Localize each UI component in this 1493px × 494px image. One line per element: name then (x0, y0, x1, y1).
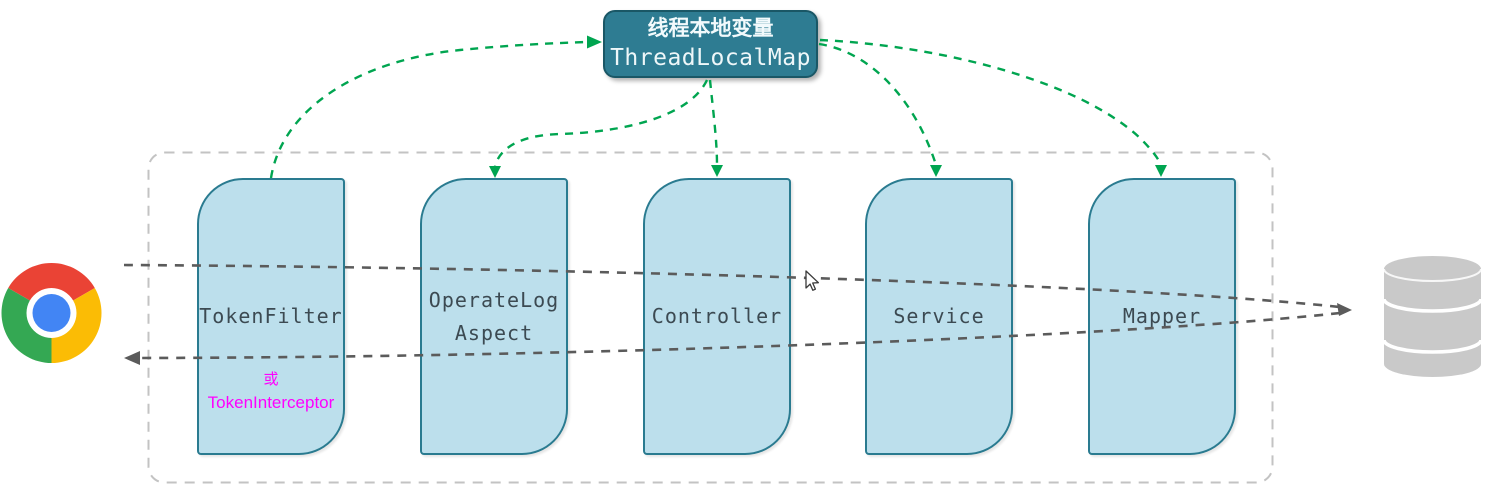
node-operatelog-aspect: OperateLog Aspect (420, 178, 568, 455)
thread-local-map-node: 线程本地变量 ThreadLocalMap (603, 10, 818, 78)
green-arrowheads (489, 35, 1167, 178)
node-label: OperateLog Aspect (428, 287, 560, 345)
node-label: TokenFilter (199, 304, 343, 328)
chrome-yellow-segment (51, 288, 102, 363)
arrow-tokenfilter-to-threadlocalmap (269, 40, 588, 179)
thread-local-map-title-en: ThreadLocalMap (610, 45, 811, 71)
node-alt-label: 或 TokenInterceptor (199, 370, 343, 416)
arrowhead-into-controller (711, 165, 723, 177)
database-icon (1382, 256, 1483, 377)
node-token-filter: TokenFilter 或 TokenInterceptor (197, 178, 345, 455)
arrow-threadlocalmap-to-service (818, 42, 938, 166)
thread-local-map-title-zh: 线程本地变量 (647, 17, 774, 40)
node-mapper: Mapper (1088, 178, 1236, 455)
dashed-container-boundary (147, 151, 1274, 484)
chrome-blue-center (32, 294, 71, 332)
db-separator-2 (1382, 339, 1483, 354)
node-label: Mapper (1122, 304, 1202, 328)
node-label: Controller (651, 304, 783, 328)
alt-or-text: 或 (263, 371, 279, 388)
node-service: Service (865, 178, 1013, 455)
request-line-browser-to-db (123, 263, 1341, 309)
db-top-seam (1383, 268, 1482, 282)
node-label: Service (893, 304, 985, 328)
chrome-green-segment (1, 288, 52, 363)
arrow-threadlocalmap-to-controller (708, 79, 719, 166)
mouse-cursor-icon (805, 270, 820, 291)
arrowhead-into-mapper (1155, 165, 1167, 177)
alt-name-text: TokenInterceptor (207, 393, 335, 412)
arrowhead-into-browser (124, 351, 140, 365)
node-controller: Controller (643, 178, 791, 455)
gray-arrowheads (124, 303, 1352, 365)
arrow-threadlocalmap-to-operatelog (493, 79, 709, 167)
arrowhead-into-operatelog (489, 166, 501, 178)
request-response-lines (123, 263, 1341, 360)
db-separator-1 (1382, 298, 1483, 313)
arrowhead-into-database (1337, 303, 1352, 316)
threadlocal-connectors (269, 38, 1163, 179)
response-line-db-to-browser (139, 311, 1341, 360)
chrome-icon (1, 263, 102, 363)
arrow-threadlocalmap-to-mapper (819, 38, 1163, 166)
arrowhead-into-service (930, 165, 942, 177)
arrowhead-into-threadlocalmap (587, 35, 602, 49)
chrome-red-segment (8, 263, 95, 301)
